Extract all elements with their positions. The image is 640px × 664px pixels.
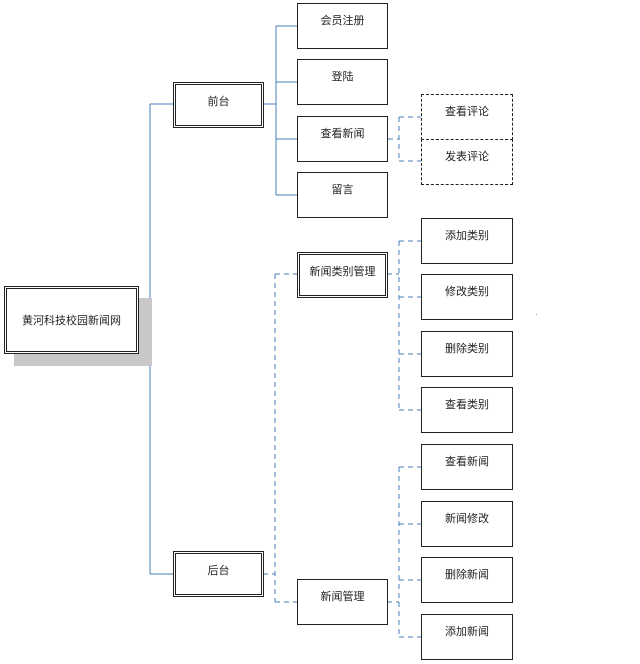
item-label: 会员注册 — [320, 14, 365, 27]
comment-post: 发表评论 — [421, 139, 513, 185]
item-label: 查看新闻 — [445, 455, 489, 468]
item-label: 发表评论 — [445, 150, 489, 163]
news-mgmt-label: 新闻管理 — [320, 590, 365, 603]
item-label: 添加新闻 — [445, 625, 489, 638]
news-item-edit: 新闻修改 — [421, 501, 513, 547]
frontend-item-register: 会员注册 — [297, 3, 388, 49]
category-mgmt-node: 新闻类别管理 — [297, 252, 388, 298]
frontend-item-message: 留言 — [297, 172, 388, 218]
frontend-item-login: 登陆 — [297, 59, 388, 105]
news-item-delete: 删除新闻 — [421, 557, 513, 603]
category-mgmt-label: 新闻类别管理 — [309, 265, 376, 278]
item-label: 删除类别 — [445, 342, 489, 355]
frontend-label: 前台 — [207, 95, 230, 108]
item-label: 修改类别 — [445, 285, 489, 298]
item-label: 新闻修改 — [445, 512, 489, 525]
item-label: 登陆 — [331, 70, 354, 83]
category-item-view: 查看类别 — [421, 387, 513, 433]
root-label: 黄河科技校园新闻网 — [22, 314, 121, 327]
category-item-add: 添加类别 — [421, 218, 513, 264]
item-label: 查看评论 — [445, 105, 489, 118]
news-item-add: 添加新闻 — [421, 614, 513, 660]
item-label: 查看类别 — [445, 398, 489, 411]
frontend-node: 前台 — [173, 82, 264, 128]
item-label: 添加类别 — [445, 229, 489, 242]
stray-dot — [536, 314, 537, 315]
backend-node: 后台 — [173, 551, 264, 597]
comment-view: 查看评论 — [421, 94, 513, 140]
news-mgmt-node: 新闻管理 — [297, 579, 388, 625]
item-label: 删除新闻 — [445, 568, 489, 581]
category-item-edit: 修改类别 — [421, 274, 513, 320]
root-node: 黄河科技校园新闻网 — [4, 286, 139, 354]
backend-label: 后台 — [207, 564, 230, 577]
frontend-item-view-news: 查看新闻 — [297, 116, 388, 162]
category-item-delete: 删除类别 — [421, 331, 513, 377]
item-label: 查看新闻 — [320, 127, 365, 140]
news-item-view: 查看新闻 — [421, 444, 513, 490]
item-label: 留言 — [331, 183, 354, 196]
